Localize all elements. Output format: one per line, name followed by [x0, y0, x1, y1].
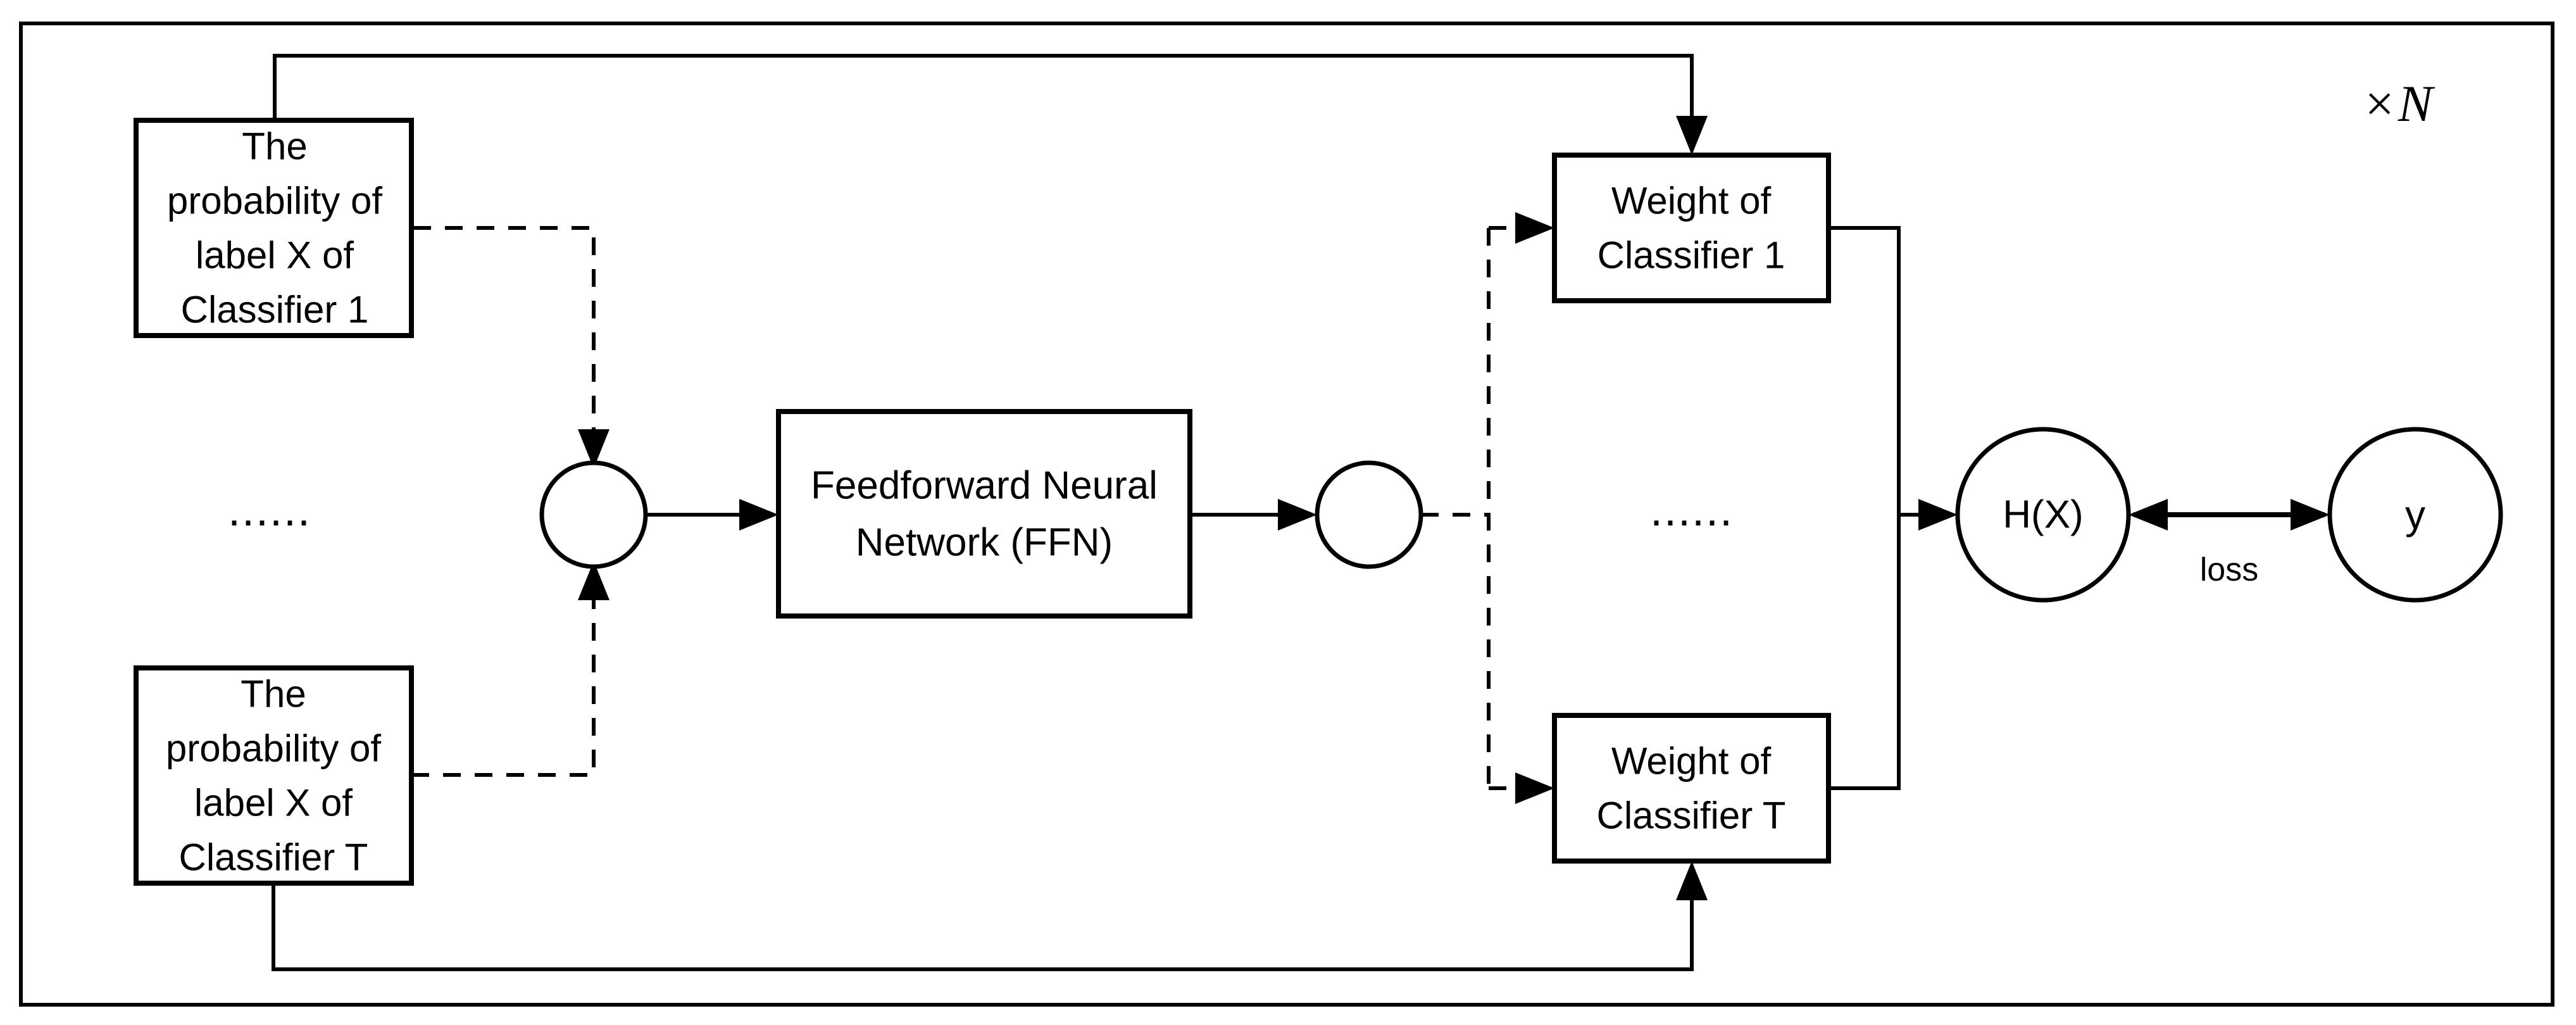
- weight-classifier-T-box: [1552, 713, 1831, 864]
- arrowhead-into-output-node: [1278, 499, 1317, 531]
- hx-node-label: H(X): [2003, 493, 2083, 537]
- ffn-line2: Network (FFN): [856, 521, 1113, 565]
- weight-classifier-1-box: [1552, 153, 1831, 303]
- arrowhead-into-weight1-top: [1676, 116, 1708, 155]
- prob-classifier-1-box: [134, 118, 414, 338]
- arrowhead-into-sum-bottom: [578, 561, 610, 600]
- arrowhead-loss-left: [2129, 499, 2168, 531]
- ellipsis-right: ......: [1650, 485, 1734, 536]
- probT-line1: The: [241, 673, 306, 715]
- probT-to-sum-dashed: [411, 561, 596, 777]
- weightT-line2: Classifier T: [1597, 795, 1786, 837]
- probT-line2: probability of: [166, 727, 382, 770]
- ellipsis-left: ......: [228, 485, 311, 536]
- arrowhead-into-ffn: [739, 499, 778, 531]
- repeat-count: N: [2398, 75, 2435, 132]
- y-node-circle: [2327, 427, 2503, 603]
- arrowhead-into-weightT-bottom: [1676, 861, 1708, 900]
- weights-merge-rail: [1829, 226, 1901, 790]
- weight1-line2: Classifier 1: [1597, 234, 1785, 277]
- weightT-line1: Weight of: [1611, 740, 1772, 783]
- prob-classifier-T-box: [134, 665, 414, 886]
- probT-line4: Classifier T: [179, 836, 368, 879]
- arrowhead-into-sum-top: [578, 429, 610, 468]
- arrowhead-into-weight1-left: [1515, 212, 1554, 244]
- arrowhead-into-hx: [1918, 499, 1958, 531]
- times-symbol: ×: [2365, 75, 2394, 132]
- y-node-label: y: [2405, 492, 2425, 538]
- probT-line3: label X of: [194, 782, 353, 824]
- sum-node-circle: [539, 460, 648, 569]
- hx-node-circle: [1955, 427, 2131, 603]
- prob1-line4: Classifier 1: [181, 289, 369, 331]
- prob1-line1: The: [242, 125, 307, 168]
- prob1-line2: probability of: [167, 180, 383, 222]
- arrowhead-into-weightT-left: [1515, 772, 1554, 804]
- output-node-circle: [1315, 460, 1423, 569]
- bottom-rail-line: [272, 866, 1694, 971]
- top-rail-line: [273, 54, 1694, 151]
- weight1-line1: Weight of: [1611, 180, 1772, 222]
- repeat-badge: ×N: [2365, 75, 2435, 132]
- arrowhead-into-y: [2291, 499, 2330, 531]
- ffn-line1: Feedforward Neural: [811, 464, 1158, 508]
- prob1-line3: label X of: [196, 234, 354, 277]
- loss-label: loss: [2200, 551, 2258, 588]
- ffn-box: [776, 409, 1192, 619]
